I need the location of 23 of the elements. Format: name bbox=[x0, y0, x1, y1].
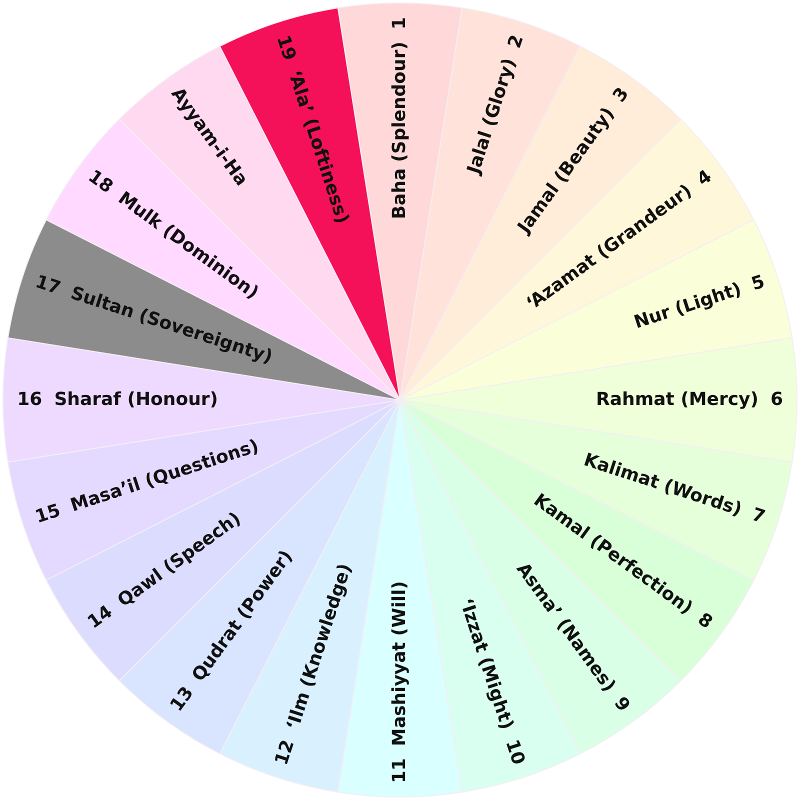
month-label: 5 bbox=[748, 270, 768, 298]
month-label: 3 bbox=[608, 82, 634, 108]
month-label: Baha (Splendour) bbox=[388, 42, 411, 220]
month-label: 19 bbox=[271, 32, 301, 64]
month-label: 2 bbox=[503, 32, 529, 52]
month-label: 12 bbox=[270, 736, 300, 768]
month-label: Rahmat (Mercy) bbox=[596, 388, 758, 412]
month-label: 14 bbox=[82, 600, 118, 636]
month-label: 18 bbox=[83, 164, 118, 200]
month-label: 17 bbox=[32, 270, 64, 301]
month-label: 7 bbox=[748, 503, 768, 530]
month-label: 8 bbox=[692, 608, 718, 636]
month-label: Sharaf (Honour) bbox=[54, 388, 218, 412]
month-label: 6 bbox=[770, 388, 783, 412]
month-label: 15 bbox=[32, 499, 64, 530]
month-label: 10 bbox=[500, 736, 530, 768]
month-label: 4 bbox=[692, 164, 717, 192]
month-label: 11 bbox=[388, 758, 411, 783]
month-label: 1 bbox=[388, 17, 411, 30]
month-label: 13 bbox=[164, 682, 199, 718]
month-label: 16 bbox=[17, 388, 42, 412]
month-label: 9 bbox=[608, 692, 636, 718]
month-label: Mashiyyat (Will) bbox=[388, 580, 411, 746]
